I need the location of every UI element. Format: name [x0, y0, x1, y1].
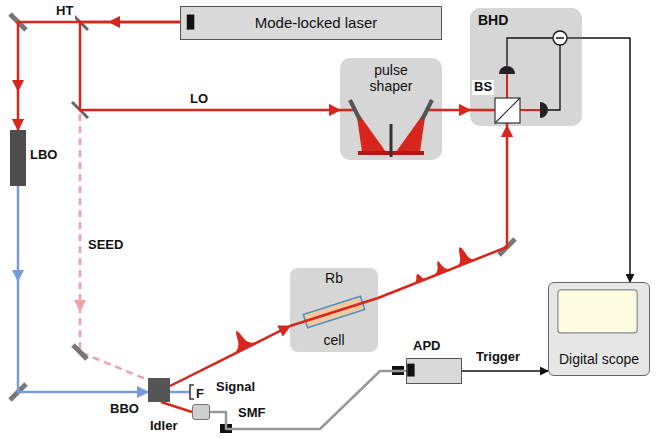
drawing-stroke	[396, 110, 426, 152]
drawing-stroke	[499, 66, 515, 74]
beam-path	[442, 109, 470, 112]
lbo-crystal: LBO	[10, 130, 26, 186]
laser-box: Mode-locked laser	[180, 6, 442, 40]
node-text: LBO	[30, 148, 57, 163]
node-text: BHD	[478, 12, 508, 28]
drawing-stroke	[553, 31, 567, 45]
pulse-shaper-panel: pulse shaper	[340, 58, 442, 160]
node-text: BBO	[110, 402, 139, 417]
drawing-stroke	[558, 290, 637, 333]
drawing-stroke	[190, 385, 194, 399]
node-text: Digital scope	[559, 351, 639, 367]
drawing-stroke	[470, 109, 495, 112]
part-label: BS	[472, 80, 494, 95]
drawing-stroke	[356, 110, 386, 152]
digital-scope: Digital scope	[548, 282, 650, 376]
drawing-stroke	[74, 300, 86, 312]
drawing-stroke	[520, 109, 540, 111]
drawing-stroke	[290, 298, 378, 326]
drawing-stroke	[495, 98, 520, 123]
drawing-stroke	[556, 37, 564, 39]
node-text: Mode-locked laser	[255, 14, 378, 31]
bhd-panel: BHD	[470, 8, 582, 126]
drawing-stroke	[80, 114, 148, 380]
edge-label: Idler	[148, 419, 179, 434]
rb-cell-panel: Rb cell	[290, 268, 378, 352]
node-text: cell	[323, 332, 344, 348]
beam-path	[18, 186, 148, 392]
beam-path	[18, 22, 180, 130]
apd-box: APD	[406, 358, 462, 384]
drawing-stroke	[407, 364, 414, 377]
edge-label: Signal	[214, 380, 257, 395]
drawing-stroke	[170, 391, 190, 394]
drawing-stroke	[507, 38, 553, 66]
drawing-stroke	[506, 74, 508, 98]
node-text: APD	[413, 339, 440, 354]
signal-wire	[582, 38, 630, 282]
drawing-stroke	[73, 345, 87, 359]
drawing-stroke	[187, 15, 195, 30]
edge-label: Trigger	[474, 350, 522, 365]
beam-path	[210, 371, 406, 429]
beam-path	[170, 326, 290, 386]
drawing-stroke	[390, 124, 393, 157]
drawing-stroke	[422, 100, 432, 120]
filter: F	[192, 404, 210, 420]
node-text: pulse shaper	[359, 62, 423, 94]
drawing-stroke	[567, 37, 582, 38]
part-drawing	[407, 359, 461, 383]
drawing-stroke	[548, 45, 560, 110]
edge-label: LO	[188, 92, 210, 107]
part-label: HT	[54, 4, 75, 19]
signal-wire	[462, 370, 548, 372]
edge-label: SMF	[236, 406, 267, 421]
node-text: Rb	[325, 270, 343, 286]
drawing-stroke	[540, 102, 548, 118]
part-label: SEED	[86, 238, 125, 253]
drawing-stroke	[495, 98, 520, 123]
bbo-crystal: BBO	[148, 378, 170, 402]
drawing-stroke	[350, 100, 360, 120]
beam-path	[161, 402, 192, 412]
node-text: F	[196, 387, 204, 402]
